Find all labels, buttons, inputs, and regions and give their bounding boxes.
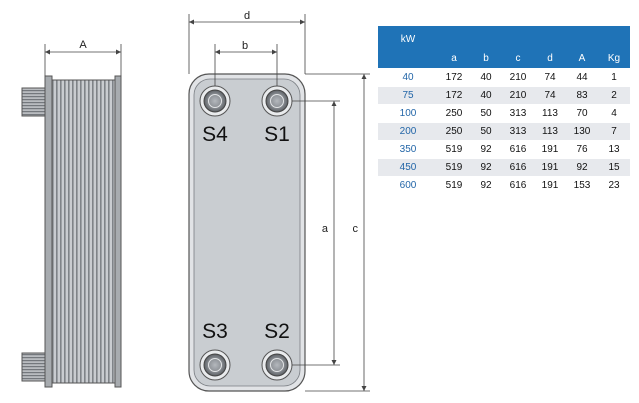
cell-c: 616	[502, 158, 534, 177]
cell-kg: 4	[598, 104, 630, 123]
cell-a: 250	[438, 104, 470, 123]
cell-a: 172	[438, 68, 470, 87]
cell-kg: 15	[598, 158, 630, 177]
rear-end-plate	[114, 75, 122, 388]
cell-a: 519	[438, 158, 470, 177]
cell-d: 74	[534, 86, 566, 105]
port-label-s3: S3	[202, 320, 228, 343]
cell-kw: 200	[378, 122, 438, 141]
cell-kg: 7	[598, 122, 630, 141]
bottom-connection	[21, 352, 47, 382]
port-label-s1: S1	[264, 123, 290, 146]
cell-b: 50	[470, 122, 502, 141]
table-row: 450 519 92 616 191 92 15	[378, 158, 630, 177]
header-b: b	[470, 26, 502, 69]
cell-A: 70	[566, 104, 598, 123]
dimension-b-label: b	[242, 40, 248, 52]
cell-d: 191	[534, 176, 566, 194]
cell-a: 519	[438, 140, 470, 159]
table-row: 75 172 40 210 74 83 2	[378, 86, 630, 105]
cell-kw: 600	[378, 176, 438, 194]
cell-A: 76	[566, 140, 598, 159]
cell-d: 191	[534, 140, 566, 159]
cell-kg: 2	[598, 86, 630, 105]
plate-pack	[51, 79, 116, 384]
table-row: 100 250 50 313 113 70 4	[378, 104, 630, 123]
table-row: 200 250 50 313 113 130 7	[378, 122, 630, 141]
dimension-d-label: d	[244, 10, 250, 22]
top-connection	[21, 87, 47, 117]
header-c: c	[502, 26, 534, 69]
cell-kw: 100	[378, 104, 438, 123]
port-label-s4: S4	[202, 123, 228, 146]
header-a: a	[438, 26, 470, 69]
cell-b: 40	[470, 86, 502, 105]
table-row: 600 519 92 616 191 153 23	[378, 176, 630, 194]
table-header-row: kW a b c d A Kg	[378, 26, 630, 69]
dimension-c-label: c	[353, 223, 359, 235]
cell-c: 210	[502, 86, 534, 105]
cell-kg: 13	[598, 140, 630, 159]
side-view: A	[21, 39, 122, 388]
cell-c: 210	[502, 68, 534, 87]
dimension-a-label: a	[322, 223, 329, 235]
cell-b: 40	[470, 68, 502, 87]
cell-kw: 75	[378, 86, 438, 105]
port-s3	[199, 349, 231, 381]
cell-c: 313	[502, 104, 534, 123]
cell-A: 153	[566, 176, 598, 194]
port-s2	[261, 349, 293, 381]
front-end-plate	[44, 75, 53, 388]
cell-a: 250	[438, 122, 470, 141]
cell-d: 74	[534, 68, 566, 87]
cell-d: 113	[534, 122, 566, 141]
cell-A: 92	[566, 158, 598, 177]
cell-b: 92	[470, 176, 502, 194]
cell-kw: 450	[378, 158, 438, 177]
cell-b: 50	[470, 104, 502, 123]
cell-A: 83	[566, 86, 598, 105]
port-s4	[199, 85, 231, 117]
header-kg: Kg	[598, 26, 630, 69]
cell-b: 92	[470, 140, 502, 159]
specification-table: kW a b c d A Kg 40 172 40 210 74 44 1 75…	[378, 26, 630, 194]
cell-d: 113	[534, 104, 566, 123]
cell-kw: 40	[378, 68, 438, 87]
cell-c: 616	[502, 176, 534, 194]
dimension-A-label: A	[79, 39, 87, 51]
cell-a: 172	[438, 86, 470, 105]
header-A: A	[566, 26, 598, 69]
front-view: S4 S1 S3 S2 d b a c	[188, 10, 370, 392]
cell-d: 191	[534, 158, 566, 177]
header-kw: kW	[378, 26, 438, 69]
cell-c: 616	[502, 140, 534, 159]
port-s1	[261, 85, 293, 117]
cell-A: 130	[566, 122, 598, 141]
cell-a: 519	[438, 176, 470, 194]
cell-c: 313	[502, 122, 534, 141]
heat-exchanger-drawing: A S4 S1 S3 S2	[21, 10, 370, 392]
cell-kg: 23	[598, 176, 630, 194]
cell-b: 92	[470, 158, 502, 177]
cell-kg: 1	[598, 68, 630, 87]
cell-A: 44	[566, 68, 598, 87]
table-row: 350 519 92 616 191 76 13	[378, 140, 630, 159]
header-d: d	[534, 26, 566, 69]
table-row: 40 172 40 210 74 44 1	[378, 68, 630, 87]
port-label-s2: S2	[264, 320, 290, 343]
cell-kw: 350	[378, 140, 438, 159]
plate-inner	[193, 78, 301, 387]
